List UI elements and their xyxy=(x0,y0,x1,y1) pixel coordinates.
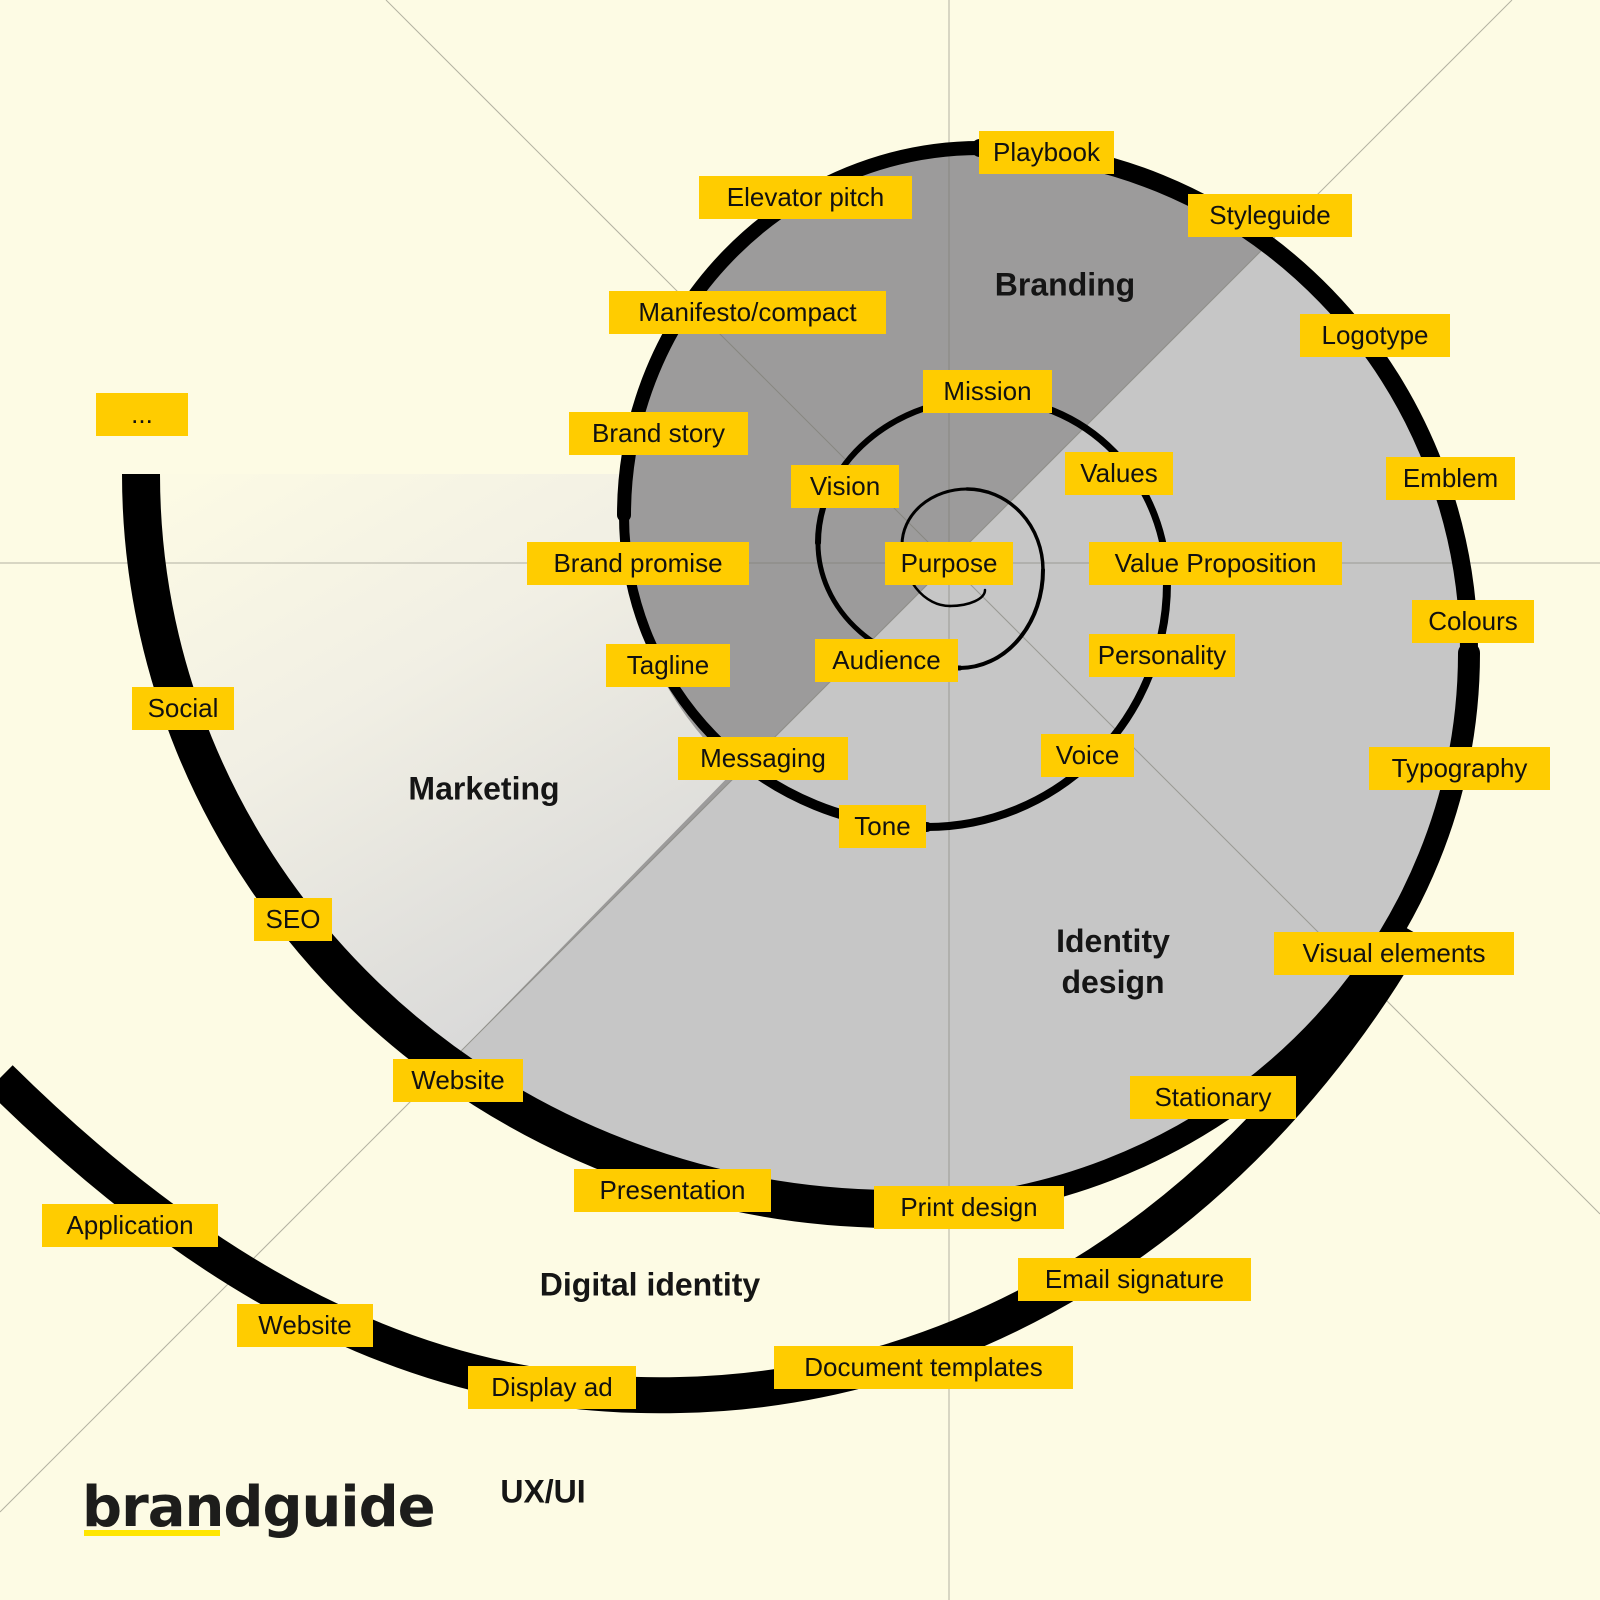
label-elevator-pitch: Elevator pitch xyxy=(699,176,912,219)
label-seo: SEO xyxy=(254,898,332,941)
label-voice: Voice xyxy=(1041,734,1134,777)
label-presentation: Presentation xyxy=(574,1169,771,1212)
spiral xyxy=(122,139,1480,1228)
label-emblem: Emblem xyxy=(1386,457,1515,500)
label-document-templates: Document templates xyxy=(774,1346,1073,1389)
section-ux-ui: UX/UI xyxy=(500,1473,586,1510)
marketing-sector xyxy=(141,474,735,1057)
label-colours: Colours xyxy=(1412,600,1534,643)
spiral-segment xyxy=(948,588,987,608)
label-visual-elements: Visual elements xyxy=(1274,932,1514,975)
label-print-design: Print design xyxy=(874,1186,1064,1229)
label-value-proposition: Value Proposition xyxy=(1089,542,1342,585)
logo-underline xyxy=(84,1530,220,1536)
label-personality: Personality xyxy=(1089,634,1235,677)
section-identity-line1: Identity xyxy=(1056,923,1170,959)
label-tone: Tone xyxy=(839,805,926,848)
spiral-segment xyxy=(958,568,1045,670)
section-marketing: Marketing xyxy=(408,770,560,807)
label-audience: Audience xyxy=(815,639,958,682)
section-branding: Branding xyxy=(994,266,1136,303)
label-brand-story: Brand story xyxy=(569,412,748,455)
label-stationary: Stationary xyxy=(1130,1076,1296,1119)
label-social: Social xyxy=(132,687,234,730)
spiral-segment xyxy=(965,487,1045,572)
outer-spiral-arc xyxy=(0,920,1426,1414)
label-website-marketing: Website xyxy=(393,1059,523,1102)
label-manifesto: Manifesto/compact xyxy=(609,291,886,334)
brandguide-logo: brandguide xyxy=(82,1475,436,1540)
label-logotype: Logotype xyxy=(1300,314,1450,357)
label-display-ad: Display ad xyxy=(468,1366,636,1409)
label-playbook: Playbook xyxy=(979,131,1114,174)
label-mission: Mission xyxy=(923,370,1052,413)
label-typography: Typography xyxy=(1369,747,1550,790)
label-vision: Vision xyxy=(791,465,899,508)
label-values: Values xyxy=(1065,452,1173,495)
label-styleguide: Styleguide xyxy=(1188,194,1352,237)
label-tagline: Tagline xyxy=(606,644,730,687)
label-messaging: Messaging xyxy=(678,737,848,780)
label-more: ... xyxy=(96,393,188,436)
section-identity-design: Identity design xyxy=(1056,921,1170,1003)
label-application: Application xyxy=(42,1204,218,1247)
label-brand-promise: Brand promise xyxy=(527,542,749,585)
label-website-digital: Website xyxy=(237,1304,373,1347)
label-purpose: Purpose xyxy=(885,542,1013,585)
section-digital-identity: Digital identity xyxy=(539,1266,761,1303)
diagonal-line xyxy=(385,0,1600,1215)
section-identity-line2: design xyxy=(1061,964,1165,1000)
spiral-segment xyxy=(900,487,969,547)
label-email-signature: Email signature xyxy=(1018,1258,1251,1301)
